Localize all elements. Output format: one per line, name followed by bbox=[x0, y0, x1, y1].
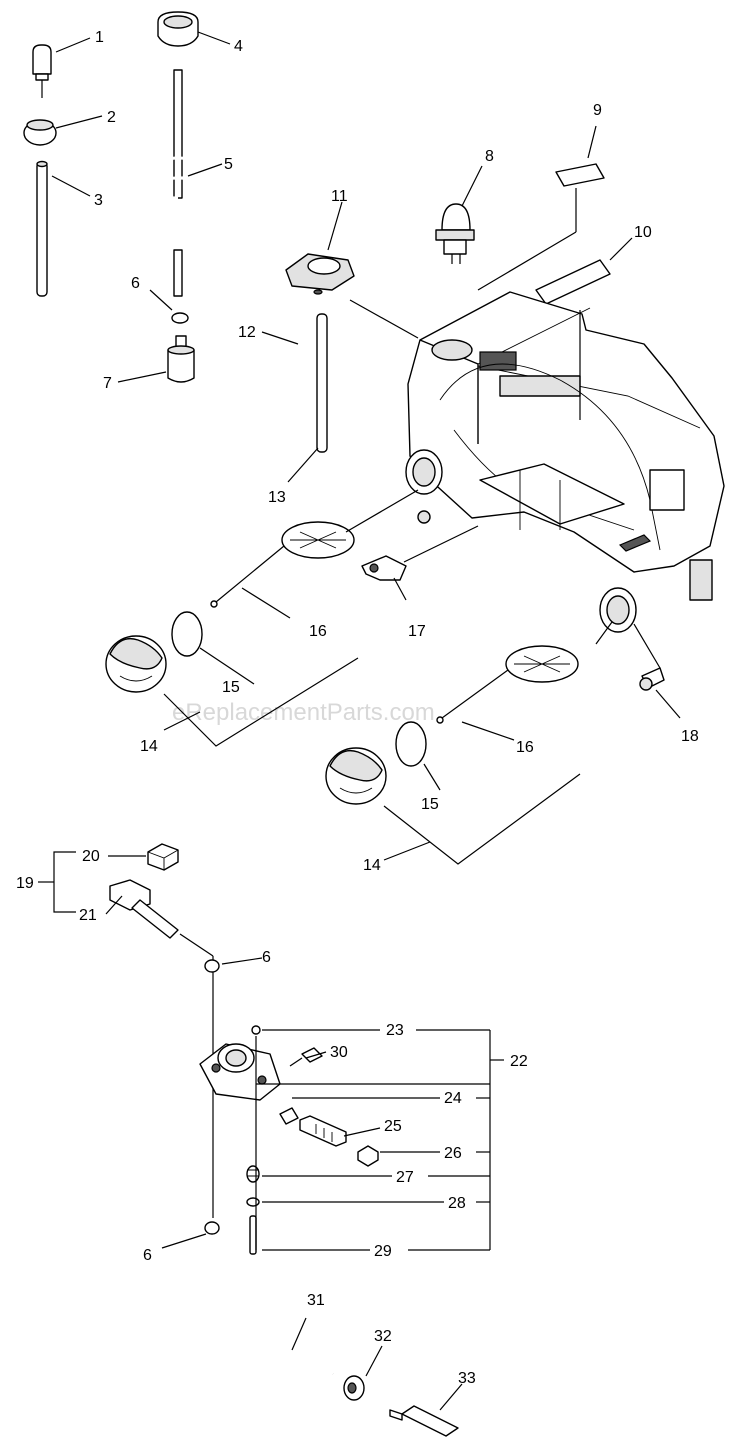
part-25-plunger bbox=[299, 1115, 347, 1147]
callout-21: 21 bbox=[79, 907, 97, 924]
callout-labels: 1 2 3 4 5 6 7 8 9 10 11 12 13 14 15 16 1… bbox=[16, 29, 699, 1387]
callout-2: 2 bbox=[107, 109, 116, 126]
part-20-block bbox=[147, 843, 179, 871]
part-31-hose bbox=[208, 1256, 336, 1378]
callout-11: 11 bbox=[331, 188, 348, 205]
callout-14: 14 bbox=[140, 738, 158, 755]
part-1-plug bbox=[32, 44, 52, 98]
part-29-pin bbox=[249, 1215, 257, 1255]
part-8-primer-bulb bbox=[435, 203, 475, 264]
callout-13: 13 bbox=[268, 489, 286, 506]
part-3-tube bbox=[36, 160, 48, 297]
callout-19: 19 bbox=[16, 875, 34, 892]
callout-9: 9 bbox=[593, 102, 602, 119]
callout-15b: 15 bbox=[421, 796, 439, 813]
part-4-grommet bbox=[157, 11, 199, 47]
part-9-label bbox=[555, 163, 605, 187]
watermark-text: eReplacementParts.com bbox=[172, 699, 435, 726]
part-15-oring-lower bbox=[395, 721, 427, 767]
callout-6b: 6 bbox=[262, 949, 271, 966]
part-15-oring-upper bbox=[171, 611, 203, 657]
callout-26: 26 bbox=[444, 1145, 462, 1162]
part-5-coiled-line bbox=[146, 69, 210, 297]
part-33-filter bbox=[389, 1405, 459, 1437]
callout-31: 31 bbox=[307, 1292, 325, 1309]
part-14-cap-lower bbox=[325, 747, 387, 805]
part-27-spring bbox=[246, 1165, 260, 1183]
callout-10: 10 bbox=[634, 224, 652, 241]
callout-22: 22 bbox=[510, 1053, 528, 1070]
callout-6: 6 bbox=[131, 275, 140, 292]
part-14-cap-upper bbox=[105, 635, 167, 693]
part-32-grommet bbox=[343, 1375, 365, 1401]
part-17-bracket bbox=[361, 555, 407, 581]
part-13-hose bbox=[316, 313, 328, 453]
callout-4: 4 bbox=[234, 38, 243, 55]
callout-5: 5 bbox=[224, 156, 233, 173]
oil-tank-housing bbox=[405, 291, 725, 633]
callout-1: 1 bbox=[95, 29, 104, 46]
callout-16: 16 bbox=[309, 623, 327, 640]
callout-29: 29 bbox=[374, 1243, 392, 1260]
callout-14b: 14 bbox=[363, 857, 381, 874]
callout-24: 24 bbox=[444, 1090, 462, 1107]
part-10-label bbox=[535, 259, 611, 305]
part-24-spring bbox=[279, 1107, 299, 1125]
part-6-ring-mid bbox=[204, 959, 220, 973]
part-2-cap bbox=[23, 119, 57, 146]
part-7-filter bbox=[167, 335, 195, 383]
callout-16b: 16 bbox=[516, 739, 534, 756]
part-30-screw bbox=[289, 1047, 323, 1067]
callout-23: 23 bbox=[386, 1022, 404, 1039]
callout-32: 32 bbox=[374, 1328, 392, 1345]
callout-20: 20 bbox=[82, 848, 100, 865]
part-18-screw bbox=[639, 667, 665, 691]
callout-33: 33 bbox=[458, 1370, 476, 1387]
callout-25: 25 bbox=[384, 1118, 402, 1135]
callout-27: 27 bbox=[396, 1169, 414, 1186]
part-16-strainer-upper bbox=[210, 521, 355, 608]
part-6-ring-top bbox=[171, 312, 189, 324]
callout-18: 18 bbox=[681, 728, 699, 745]
callout-28: 28 bbox=[448, 1195, 466, 1212]
part-28-washer bbox=[246, 1197, 260, 1207]
part-6-ring-bottom bbox=[204, 1221, 220, 1235]
part-22-oil-pump bbox=[199, 1043, 281, 1101]
callout-30: 30 bbox=[330, 1044, 348, 1061]
part-11-fitting bbox=[285, 253, 355, 295]
callout-6c: 6 bbox=[143, 1247, 152, 1264]
part-16-strainer-lower bbox=[436, 645, 579, 724]
callout-3: 3 bbox=[94, 192, 103, 209]
part-21-pickup bbox=[109, 879, 179, 939]
callout-8: 8 bbox=[485, 148, 494, 165]
callout-17: 17 bbox=[408, 623, 426, 640]
leader-lines bbox=[38, 31, 681, 1411]
callout-12: 12 bbox=[238, 324, 256, 341]
callout-15: 15 bbox=[222, 679, 240, 696]
part-12-hose bbox=[255, 318, 307, 439]
part-26-plug bbox=[357, 1145, 379, 1167]
callout-7: 7 bbox=[103, 375, 112, 392]
part-23-pin bbox=[251, 1025, 261, 1035]
